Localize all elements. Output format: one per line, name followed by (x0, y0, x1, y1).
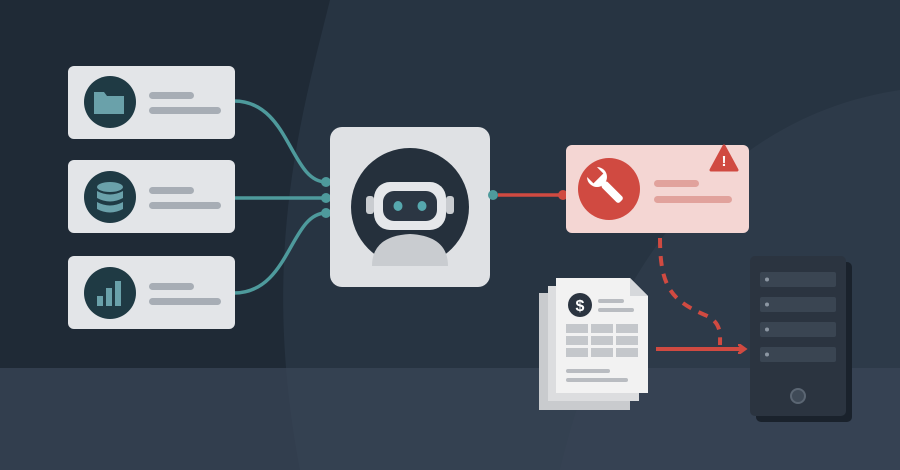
connector-dot (321, 177, 331, 187)
table-cell (566, 336, 588, 345)
placeholder-line (654, 180, 699, 187)
robot-body (372, 234, 448, 266)
bay-led (765, 327, 769, 332)
tool-input-dot (558, 190, 568, 200)
server-bay (760, 272, 836, 287)
connector-dot (321, 208, 331, 218)
robot-icon (366, 182, 454, 266)
failed-path (658, 237, 723, 346)
table-cell (591, 336, 613, 345)
warning-triangle (709, 144, 739, 172)
robot-ear (446, 196, 454, 214)
robot-eye (417, 201, 427, 211)
table-cell (591, 324, 613, 333)
bay-led (765, 352, 769, 357)
agent-output-dot (488, 190, 498, 200)
server-bay (760, 297, 836, 312)
robot-ear (366, 196, 374, 214)
wrench-icon (587, 167, 623, 203)
chart-bar (106, 288, 112, 306)
source-card-chart (68, 256, 235, 329)
invoice-table (566, 324, 638, 357)
connector-dot (321, 193, 331, 203)
agent-panel (330, 127, 490, 287)
doc-line (598, 299, 624, 303)
source-card-database (68, 160, 235, 233)
table-cell (616, 336, 638, 345)
dollar-sign: $ (576, 298, 585, 315)
folder-shape (94, 92, 124, 114)
invoice-stack: $ (539, 278, 648, 410)
doc-line (566, 378, 628, 382)
dollar-circle (568, 293, 592, 317)
server-bay (760, 347, 836, 362)
connector-folder (233, 99, 327, 184)
db-layer (97, 191, 123, 202)
warning-icon: ! (709, 144, 739, 172)
placeholder-line (149, 107, 221, 114)
doc-line (566, 369, 610, 373)
connector-dots (321, 177, 331, 218)
chart-bar (115, 281, 121, 306)
tool-call-panel: ! (566, 144, 749, 233)
dollar-icon: $ (568, 293, 592, 317)
bar-chart-icon (97, 281, 121, 306)
source-card-folder (68, 66, 235, 139)
database-icon (97, 182, 123, 213)
bay-led (765, 277, 769, 282)
document-fold (630, 278, 648, 296)
placeholder-line (149, 283, 194, 290)
table-cell (591, 348, 613, 357)
placeholder-line (654, 196, 732, 203)
table-cell (566, 324, 588, 333)
table-cell (566, 348, 588, 357)
placeholder-line (149, 298, 221, 305)
server-icon (750, 256, 852, 422)
connector-chart (233, 211, 327, 295)
server-bays (760, 272, 836, 362)
server-bay (760, 322, 836, 337)
warning-mark: ! (722, 153, 727, 170)
robot-eye (393, 201, 403, 211)
db-top (97, 182, 123, 192)
wrench-head (587, 167, 607, 187)
power-button (790, 388, 806, 404)
robot-face (383, 191, 437, 221)
wrench-handle (601, 181, 623, 203)
source-connectors (233, 99, 327, 295)
placeholder-line (149, 202, 221, 209)
bay-led (765, 302, 769, 307)
chart-bar (97, 296, 103, 306)
db-layer (97, 202, 123, 213)
folder-icon (94, 92, 124, 114)
placeholder-line (149, 187, 194, 194)
placeholder-line (149, 92, 194, 99)
table-cell (616, 324, 638, 333)
doc-line (598, 308, 634, 312)
table-cell (616, 348, 638, 357)
